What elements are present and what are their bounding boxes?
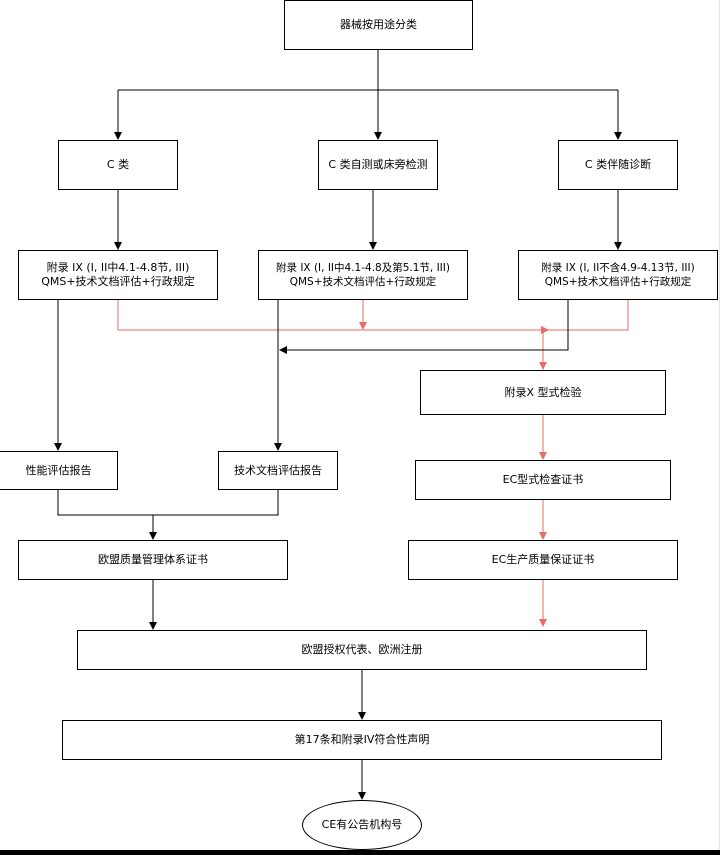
node-ce-mark-label: CE有公告机构号 bbox=[321, 818, 403, 831]
node-eu-qms-cert-label: 欧盟质量管理体系证书 bbox=[98, 553, 208, 566]
edge-reports-qms bbox=[57, 490, 279, 540]
page-bottom-bar bbox=[0, 850, 720, 855]
node-annex-left: 附录 IX (I, II中4.1-4.8节, III) QMS+技术文档评估+行… bbox=[18, 250, 218, 300]
node-annex-middle: 附录 IX (I, II中4.1-4.8及第5.1节, III) QMS+技术文… bbox=[258, 250, 468, 300]
node-eu-representative: 欧盟授权代表、欧洲注册 bbox=[77, 630, 647, 670]
node-class-c-self-test-label: C 类自测或床旁检测 bbox=[328, 158, 428, 171]
node-annex-left-line2: QMS+技术文档评估+行政规定 bbox=[41, 275, 195, 288]
node-annex-right: 附录 IX (I, II不含4.9-4.13节, III) QMS+技术文档评估… bbox=[518, 250, 718, 300]
node-eu-qms-cert: 欧盟质量管理体系证书 bbox=[18, 540, 288, 580]
node-annex-x: 附录X 型式检验 bbox=[420, 370, 666, 415]
node-class-c-label: C 类 bbox=[106, 158, 130, 171]
edge-root-branches bbox=[114, 50, 622, 140]
node-ce-mark: CE有公告机构号 bbox=[302, 800, 422, 850]
node-ec-production-cert-label: EC生产质量保证证书 bbox=[491, 553, 595, 566]
edge-right-annex-middle bbox=[279, 300, 569, 354]
node-ec-type-cert: EC型式检查证书 bbox=[415, 460, 671, 500]
node-root-label: 器械按用途分类 bbox=[340, 18, 417, 31]
node-performance-report: 性能评估报告 bbox=[0, 451, 118, 490]
node-ec-type-cert-label: EC型式检查证书 bbox=[502, 473, 584, 486]
edge-class-annex bbox=[114, 190, 622, 250]
node-tech-report-label: 技术文档评估报告 bbox=[234, 463, 322, 477]
node-class-c-self-test: C 类自测或床旁检测 bbox=[318, 140, 438, 190]
node-declaration-label: 第17条和附录IV符合性声明 bbox=[294, 733, 430, 746]
node-annex-right-line2: QMS+技术文档评估+行政规定 bbox=[544, 276, 692, 288]
node-class-c: C 类 bbox=[58, 140, 178, 190]
node-ec-production-cert: EC生产质量保证证书 bbox=[408, 540, 678, 580]
node-class-c-companion-label: C 类伴随诊断 bbox=[584, 158, 652, 171]
node-annex-right-line1: 附录 IX (I, II不含4.9-4.13节, III) bbox=[541, 262, 695, 274]
node-annex-middle-line1: 附录 IX (I, II中4.1-4.8及第5.1节, III) bbox=[276, 262, 450, 274]
node-eu-representative-label: 欧盟授权代表、欧洲注册 bbox=[301, 643, 423, 656]
node-root: 器械按用途分类 bbox=[284, 0, 473, 50]
node-performance-report-label: 性能评估报告 bbox=[25, 463, 92, 477]
node-class-c-companion: C 类伴随诊断 bbox=[558, 140, 678, 190]
edge-red-annex-x bbox=[117, 300, 629, 370]
node-annex-left-line1: 附录 IX (I, II中4.1-4.8节, III) bbox=[46, 261, 190, 274]
node-tech-report: 技术文档评估报告 bbox=[218, 451, 338, 490]
edge-annex-reports bbox=[54, 300, 282, 451]
node-annex-x-label: 附录X 型式检验 bbox=[504, 385, 582, 399]
node-declaration: 第17条和附录IV符合性声明 bbox=[62, 720, 662, 760]
node-annex-middle-line2: QMS+技术文档评估+行政规定 bbox=[289, 276, 437, 288]
